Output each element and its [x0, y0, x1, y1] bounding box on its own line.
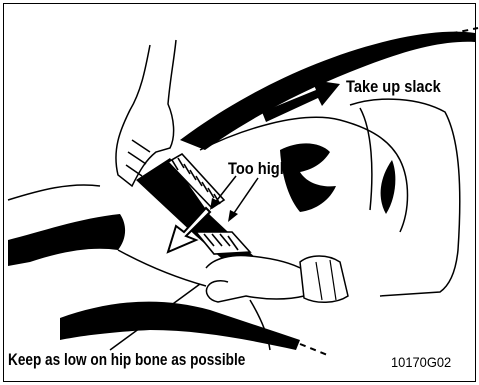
- too-high-label: Too high: [228, 160, 289, 177]
- right-cuff: [300, 256, 348, 302]
- too-high-pointer-left: [214, 176, 236, 204]
- thigh-lower: [60, 302, 300, 350]
- right-hand: [206, 256, 304, 303]
- arm-outline: [350, 99, 460, 296]
- take-up-slack-label: Take up slack: [346, 78, 441, 95]
- keep-low-label: Keep as low on hip bone as possible: [8, 351, 245, 368]
- belt-hatch-lower: [196, 232, 250, 254]
- arm-inner: [360, 108, 372, 210]
- seat-left: [8, 214, 125, 266]
- too-high-pointer-right: [232, 178, 258, 216]
- shoulder-highlight: [252, 67, 284, 76]
- thigh-dashes: [300, 344, 330, 356]
- figure-code: 10170G02: [391, 355, 451, 369]
- seat-cushion: [8, 185, 100, 200]
- arm-shadow: [381, 160, 396, 214]
